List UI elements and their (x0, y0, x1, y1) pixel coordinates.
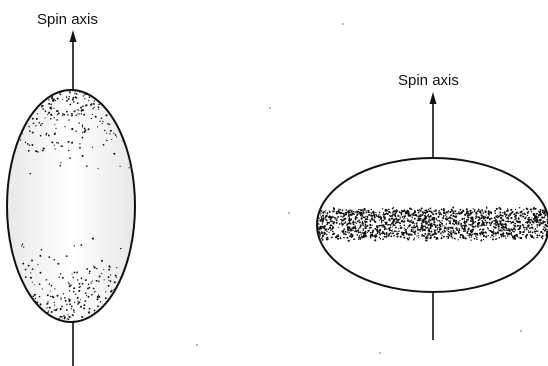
left-spin-axis-label: Spin axis (37, 11, 98, 28)
prolate-body-diagram: Spin axis (0, 11, 140, 366)
left-stipple-layer (0, 88, 140, 328)
left-axis-arrowhead (70, 30, 77, 42)
oblate-body-diagram: Spin axis (315, 72, 548, 340)
right-axis-arrowhead (430, 92, 437, 104)
right-equatorial-band-stipple (315, 207, 548, 242)
page-specks (196, 23, 521, 353)
left-edge-shading (0, 88, 140, 328)
right-stipple-layer (315, 207, 548, 242)
right-spin-axis-label: Spin axis (398, 72, 459, 89)
